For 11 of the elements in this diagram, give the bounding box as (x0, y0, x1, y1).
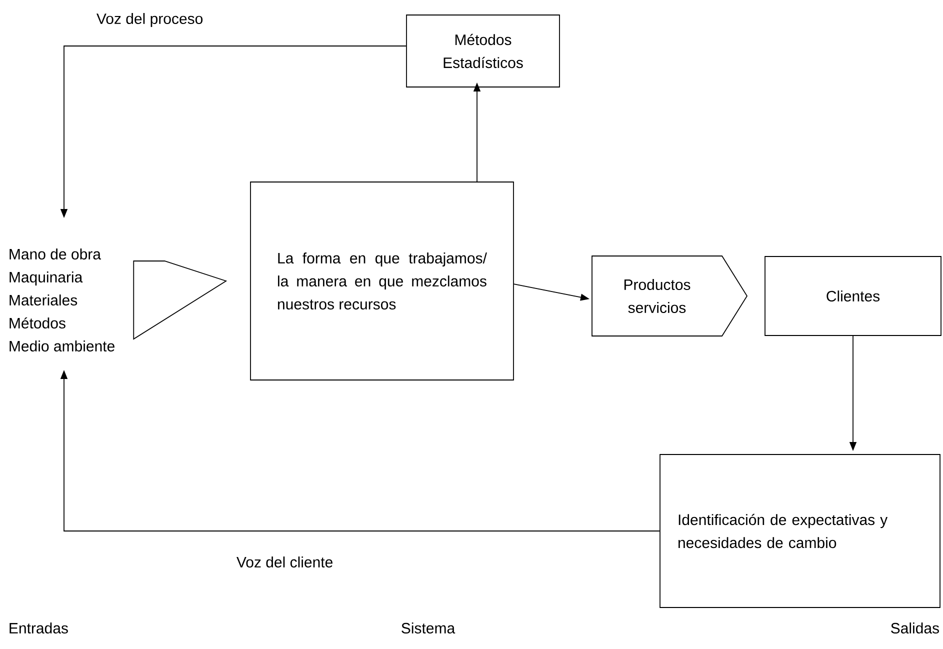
output-arrow-box: Productos servicios (592, 256, 748, 336)
process-box: Clientes (764, 256, 942, 336)
edge-label: Voz del proceso (95, 12, 204, 28)
process-box: La forma en que trabajamos/ la manera en que mezclamos nuestros recursos (250, 182, 514, 380)
input-list: Mano de obra Maquinaria Materiales Métodos Medio ambiente (10, 248, 114, 352)
section-label: Salidas (891, 622, 939, 634)
section-label: Entradas (10, 622, 68, 634)
section-label: Sistema (402, 622, 456, 634)
process-box: Métodos Estadísticos (406, 14, 560, 88)
edge-label: Voz del cliente (235, 556, 334, 569)
process-box: Identificación de expectativas y necesidades de cambio (660, 454, 940, 608)
